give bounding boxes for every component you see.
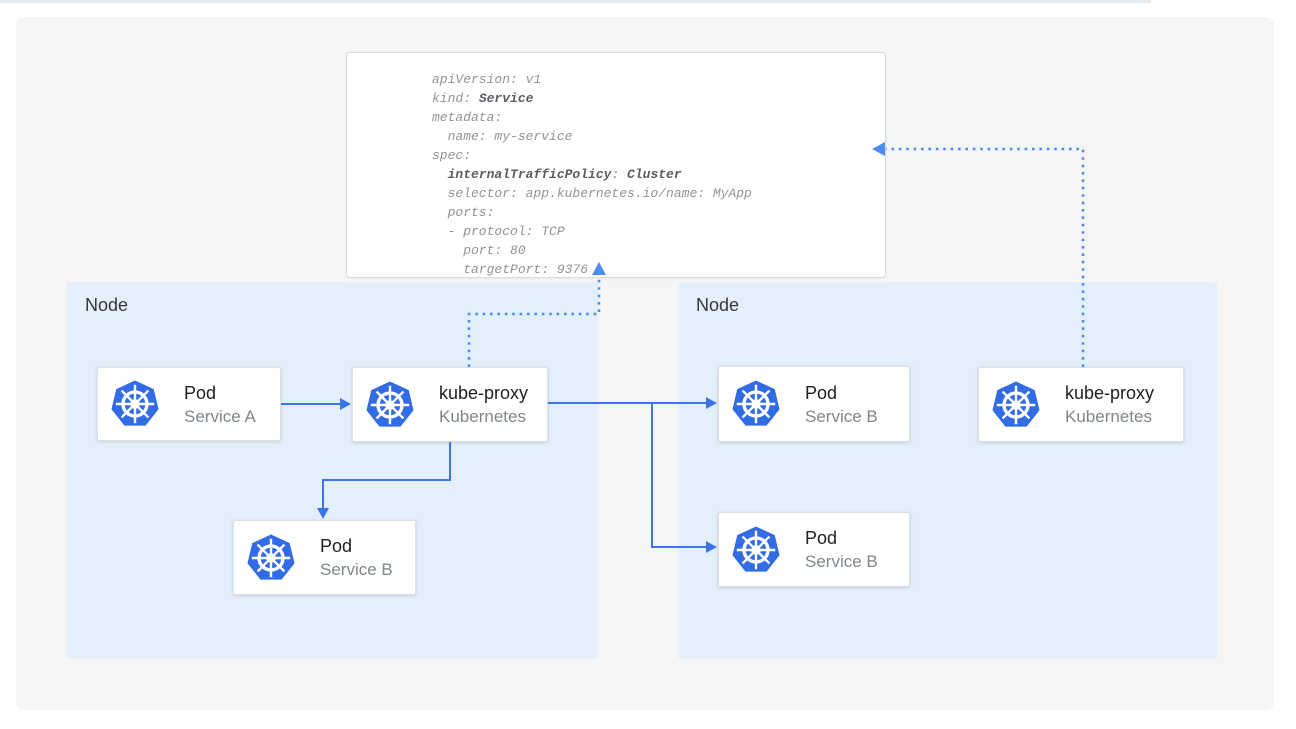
node-box-left: Node [67,282,598,659]
node-label: Node [85,295,129,315]
pod-card-service-b-right-top: Pod Service B [718,366,910,442]
kubernetes-icon [732,380,780,428]
card-title: Pod [184,382,217,403]
node-label: Node [696,295,740,315]
card-subtitle: Service B [320,560,393,579]
node-box-right: Node [678,282,1217,659]
card-subtitle: Service B [805,552,878,571]
kubernetes-icon [732,525,780,573]
card-title: Pod [805,382,838,403]
card-subtitle: Kubernetes [439,407,526,426]
kubernetes-icon [247,533,295,581]
kubernetes-icon [366,380,414,428]
card-title: kube-proxy [439,383,529,403]
card-subtitle: Service B [805,406,878,426]
top-border-strip [0,0,1151,3]
card-subtitle: Service A [184,406,256,426]
kubernetes-icon [992,380,1040,428]
kube-proxy-card-right: kube-proxy Kubernetes [978,367,1184,442]
pod-card-service-b-left: Pod Service B [233,520,416,595]
pod-card-service-b-right-bottom: Pod Service B [718,512,910,587]
card-title: Pod [805,528,838,548]
kubernetes-icon [111,380,159,428]
card-subtitle: Kubernetes [1065,407,1152,426]
kube-proxy-card-left: kube-proxy Kubernetes [352,367,548,442]
card-title: Pod [320,536,353,556]
pod-card-service-a: Pod Service A [97,367,281,441]
card-title: kube-proxy [1065,383,1155,403]
